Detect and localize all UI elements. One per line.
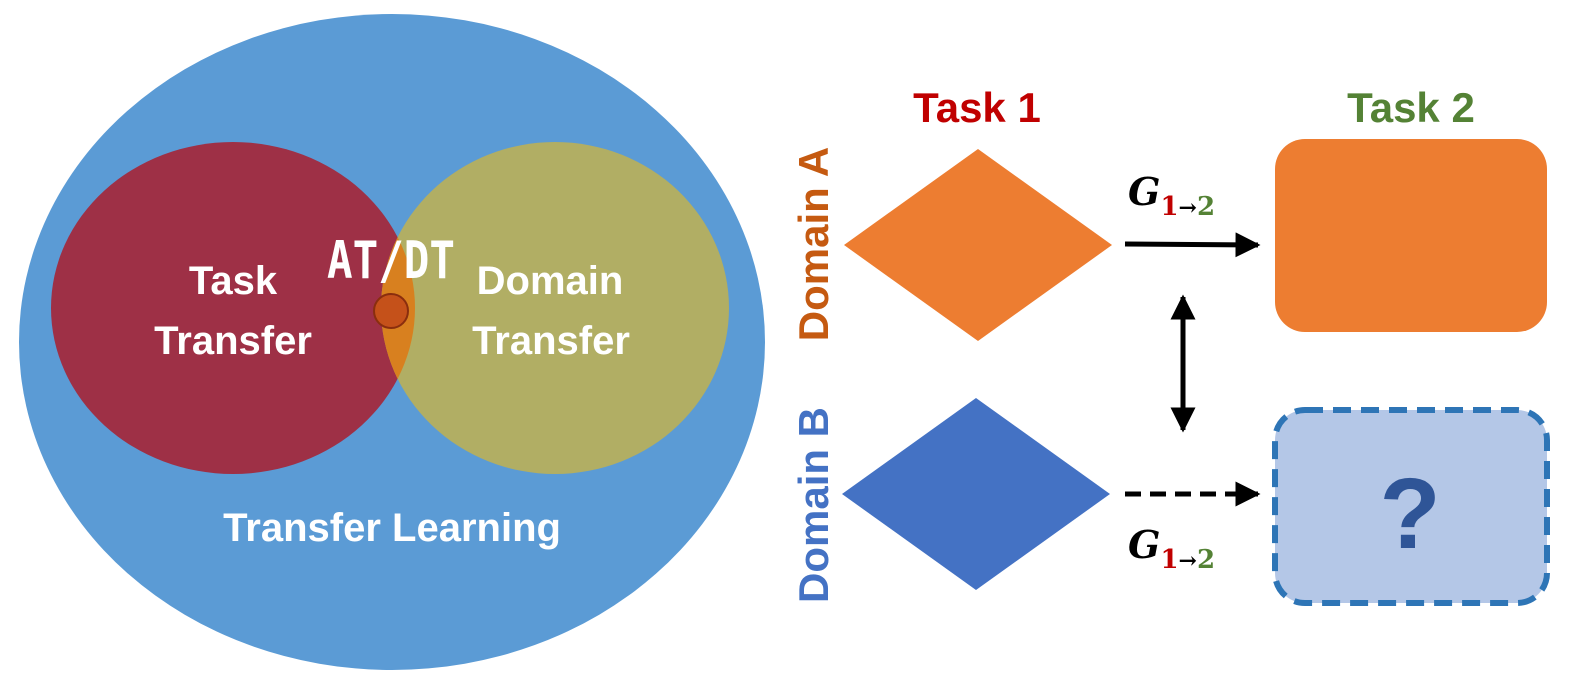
mapping-bottom-from: 1 [1160,545,1178,575]
svg-text:G1→2: G1→2 [1128,522,1215,575]
task-transfer-label-line1: Task [189,259,278,303]
domain-a-title: Domain A [790,147,837,341]
mapping-top-arrow: → [1179,195,1197,221]
task1-title: Task 1 [913,84,1041,131]
task2-domain-a-box [1275,139,1547,332]
mapping-bottom-g: G [1128,522,1160,567]
at-dt-logo: AT/DT [327,231,455,291]
task1-domain-b-diamond [842,398,1110,590]
transfer-learning-label: Transfer Learning [223,506,561,550]
transfer-grid: Task 1 Task 2 Domain A Domain B ? G1→2 G… [790,84,1550,606]
domain-b-title: Domain B [790,407,837,603]
mapping-label-top: G1→2 [1128,169,1215,222]
task2-title: Task 2 [1347,84,1475,131]
task-transfer-circle [51,142,415,474]
mapping-label-bottom: G1→2 [1128,522,1215,575]
at-dt-center-dot [373,293,409,329]
svg-text:G1→2: G1→2 [1128,169,1215,222]
mapping-top-to: 2 [1197,192,1215,222]
venn-diagram: AT/DT Task Transfer Domain Transfer Tran… [19,14,765,670]
task1-domain-a-diamond [844,149,1112,341]
task2-domain-b-unknown-box [1272,407,1550,606]
domain-transfer-label-line1: Domain [477,259,624,303]
task-transfer-label-line2: Transfer [154,319,312,363]
domain-transfer-circle [381,142,729,474]
domain-transfer-label-line2: Transfer [472,319,630,363]
mapping-bottom-to: 2 [1197,545,1215,575]
mapping-top-g: G [1128,169,1160,214]
mapping-arrow-top [1124,232,1261,258]
mapping-top-from: 1 [1160,192,1178,222]
mapping-bottom-arrow: → [1179,548,1197,574]
unknown-question-mark: ? [1379,458,1440,570]
